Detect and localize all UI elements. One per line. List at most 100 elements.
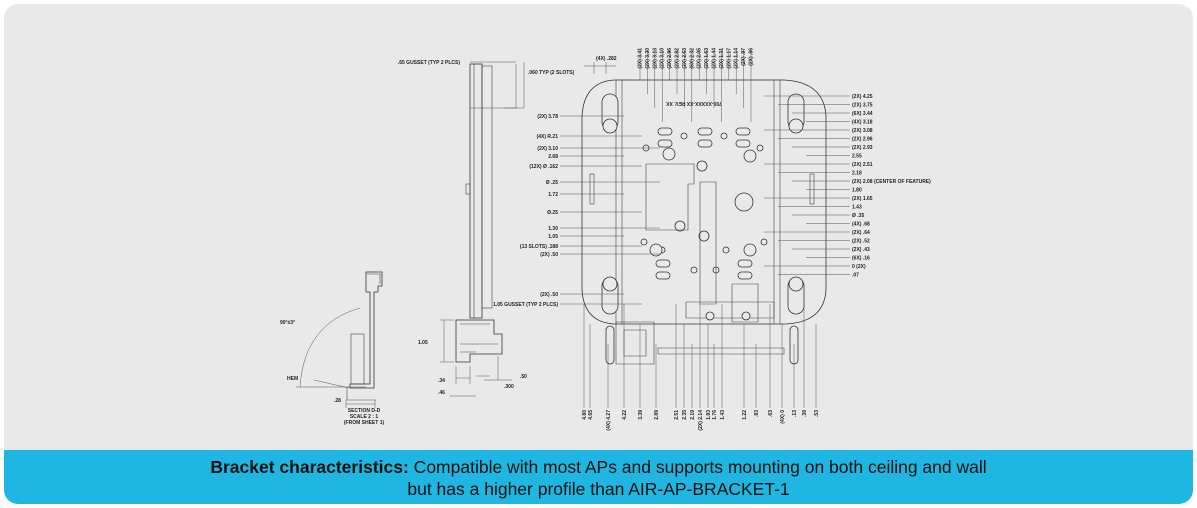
bottom-dim-label: 2.19 [690,410,696,420]
right-dim-label: 2.18 [852,170,862,176]
section-ref: (FROM SHEET 1) [344,420,385,426]
bottom-dim-label: 3.39 [638,410,644,420]
left-dim-label: 1.30 [548,226,558,232]
bottom-dim-label: 4.80 [582,410,588,420]
bottom-dim-label: .13 [792,410,798,417]
side-dim-34: .34 [438,378,445,384]
left-dim-label: (2X) 3.10 [537,146,558,152]
bottom-dim-label: (2X) 2.14 [698,410,704,431]
right-dim-label: .07 [852,272,859,278]
caption-label: Bracket characteristics: [210,457,409,477]
left-dim-label: 1.05 [548,234,558,240]
left-dim-label: Ø.25 [547,210,558,216]
side-dim-105: 1.05 [418,340,428,346]
side-gusset-top: .65 GUSSET (TYP 2 PLCS) [398,60,460,66]
right-dim-label: 0 (2X) [852,264,866,270]
bottom-dim-label: .83 [754,410,760,417]
top-dim-label: (2X) 3.13 [652,48,658,69]
top-dim-label: (2X) 2.96 [667,48,673,69]
top-dim-label: (2X) 2.63 [682,48,688,69]
right-dim-label: (4X) .68 [852,221,870,227]
left-dim-label: (2X) .50 [540,292,558,298]
bottom-dim-label: 2.35 [682,410,688,420]
bottom-dim-label: (4X) 0 [780,410,786,424]
left-dim-label: 2.68 [548,154,558,160]
right-dim-label: (4X) 3.18 [852,119,873,125]
left-dimensions: (2X) 3.78 (4X) R.21 (2X) 3.10 2.68 (12X) Ø .… [493,114,660,308]
section-scale: SCALE 2 : 1 [350,414,379,420]
right-dim-label: (2X) 2.51 [852,162,873,168]
section-hem: HEM [287,376,298,382]
top-slot-label: (4X) .282 [596,56,617,62]
right-dimensions: (2X) 4.25 (2X) 3.75 (6X) 3.44 (4X) 3.18 (2X)… [764,94,931,278]
top-dim-label: (6X) 2.32 [689,48,695,69]
figure-frame: 90°±3° HEM .28 SECTION D-D SCALE 2 : 1 (… [4,4,1193,504]
top-dim-label: (2X) 3.41 [638,48,644,69]
caption-bar: Bracket characteristics: Compatible with… [4,450,1193,504]
right-dim-label: (2X) 2.96 [852,136,873,142]
right-dim-label: 2.55 [852,153,862,159]
caption-text-1: Compatible with most APs and supports mo… [408,457,987,477]
side-dim-300: .300 [504,384,514,390]
top-dim-label: (2X) 2.05 [697,48,703,69]
top-slot-dim: (4X) .282 [584,56,617,74]
right-dim-label: (2X) 2.93 [852,145,873,151]
left-dim-label: (12X) Ø .162 [529,164,558,170]
right-dim-label: (6X) .16 [852,255,870,261]
top-dim-label: (2X) .97 [741,48,747,66]
section-dim-28: .28 [334,398,341,404]
top-dim-label: (2X) 3.10 [660,48,666,69]
top-dim-label: (2X) 3.30 [645,48,651,69]
bottom-dim-label: 1.76 [712,410,718,420]
left-dim-label: (13 SLOTS) .188 [520,244,558,250]
bottom-dim-label: .63 [768,410,774,417]
right-dim-label: (2X) .64 [852,230,870,236]
bottom-dim-label: 1.43 [720,410,726,420]
left-dim-label: Ø .25 [546,180,558,186]
right-dim-label: (2X) .52 [852,238,870,244]
bottom-dim-label: 2.89 [654,410,660,420]
side-view: .65 GUSSET (TYP 2 PLCS) .060 TYP (2 SLOT… [398,60,575,397]
left-dim-label: (4X) R.21 [537,134,559,140]
bottom-dim-label: 1.93 [706,410,712,420]
bottom-dim-label: (4X) 4.27 [606,410,612,431]
right-dim-label: Ø .35 [852,213,864,219]
bottom-dim-label: 1.22 [742,410,748,420]
top-dim-label: (2X) 1.17 [726,48,732,69]
side-dim-50: .50 [520,374,527,380]
side-slots: .060 TYP (2 SLOTS) [528,70,575,76]
right-dim-label: (2X) .43 [852,247,870,253]
bottom-dim-label: .53 [814,410,820,417]
top-dim-label: (2X) 1.14 [734,48,740,69]
side-dim-46: .46 [438,390,445,396]
right-dim-label: (6X) 3.44 [852,111,873,117]
caption-line-1: Bracket characteristics: Compatible with… [4,456,1193,478]
left-dim-label: (2X) 3.78 [537,114,558,120]
section-title: SECTION D-D [348,408,381,414]
right-dim-label: (2X) 1.65 [852,196,873,202]
caption-line-2: but has a higher profile than AIR-AP-BRA… [407,479,790,499]
section-view: 90°±3° HEM .28 SECTION D-D SCALE 2 : 1 (… [280,271,385,426]
top-dim-label: (2X) .86 [749,48,755,66]
bottom-dim-label: 4.65 [588,410,594,420]
part-number: 700-XXXXX-XX REV. XX [666,100,722,106]
section-angle: 90°±3° [280,320,295,326]
left-dim-label: (2X) .50 [540,252,558,258]
right-dim-label: 1.80 [852,187,862,193]
top-dim-label: (2X) 1.44 [712,48,718,69]
top-dimensions: (2X) 3.41(2X) 3.30(2X) 3.13(2X) 3.10(2X)… [638,48,755,122]
top-dim-label: (2X) 1.31 [719,48,725,69]
right-dim-label: (2X) 4.25 [852,94,873,100]
left-dim-label: 1.05 GUSSET (TYP 2 PLCS) [493,302,558,308]
top-dim-label: (2X) 1.63 [704,48,710,69]
right-dim-label: (2X) 3.08 [852,128,873,134]
right-dim-label: 1.43 [852,204,862,210]
bracket-technical-drawing: 90°±3° HEM .28 SECTION D-D SCALE 2 : 1 (… [280,48,931,431]
plan-view: 700-XXXXX-XX REV. XX [581,79,827,365]
left-dim-label: 1.72 [548,192,558,198]
right-dim-label: (2X) 3.75 [852,102,873,108]
bottom-dim-label: 2.51 [674,410,680,420]
right-dim-label: (2X) 2.08 (CENTER OF FEATURE) [852,179,931,185]
bottom-dim-label: 4.22 [622,410,628,420]
